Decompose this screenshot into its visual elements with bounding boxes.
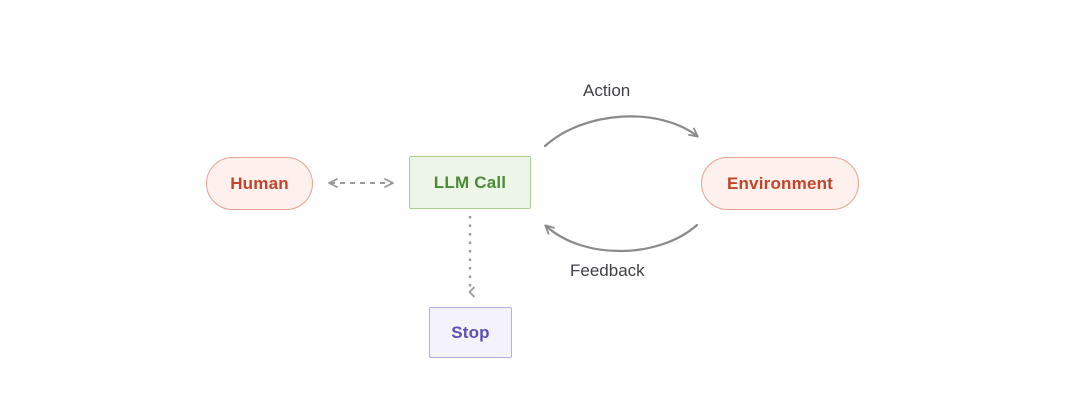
node-llm-call[interactable]: LLM Call [409, 156, 531, 209]
node-human[interactable]: Human [206, 157, 313, 210]
edge-action-arrow [543, 115, 699, 148]
node-llm-call-label: LLM Call [433, 172, 507, 192]
edge-label-action: Action [583, 81, 631, 100]
node-environment-label: Environment [726, 173, 834, 193]
node-stop-label: Stop [451, 322, 490, 342]
node-stop[interactable]: Stop [429, 307, 512, 358]
node-human-label: Human [230, 173, 289, 193]
node-environment[interactable]: Environment [701, 157, 859, 210]
edge-feedback-arrow [544, 223, 699, 253]
edge-label-feedback: Feedback [570, 261, 645, 280]
